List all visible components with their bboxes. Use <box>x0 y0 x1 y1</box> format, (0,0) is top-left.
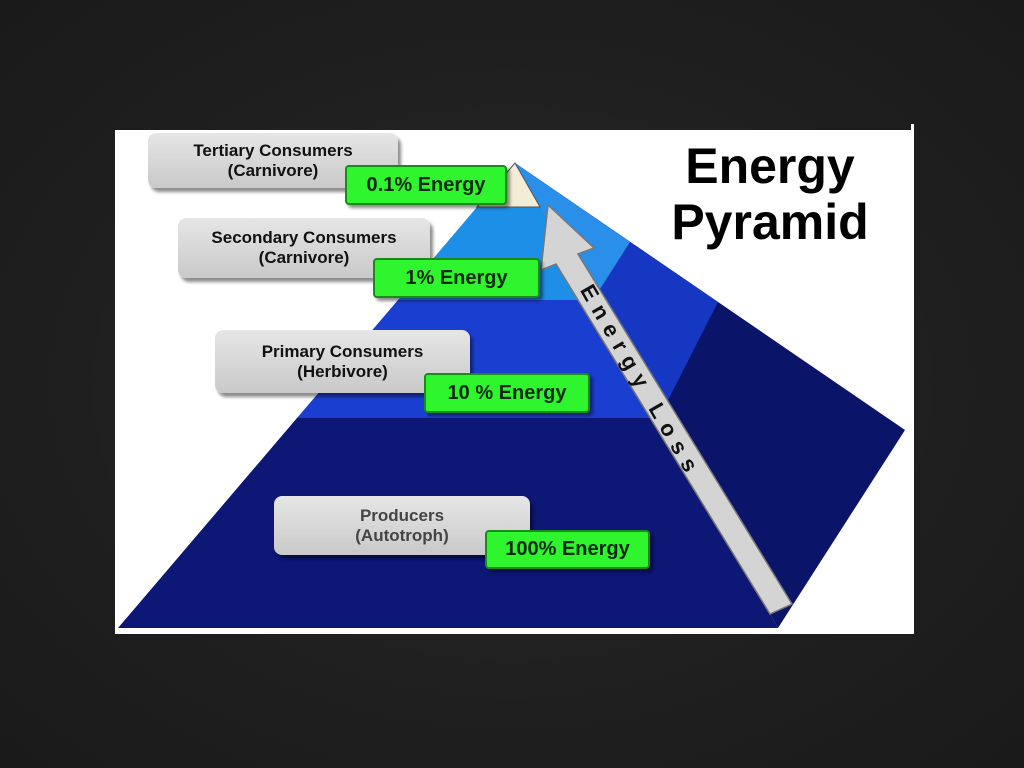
energy-loss-arrow <box>540 203 794 615</box>
level-name: Secondary Consumers <box>211 228 397 247</box>
level-type: (Autotroph) <box>355 525 449 545</box>
energy-badge-producers: 100% Energy <box>485 530 650 569</box>
viewer-edge <box>911 124 914 634</box>
level-name: Tertiary Consumers <box>193 140 353 160</box>
energy-badge-primary: 10 % Energy <box>424 373 590 413</box>
level-label-tertiary: Tertiary Consumers (Carnivore) <box>148 133 398 188</box>
level-name: Primary Consumers <box>261 341 424 361</box>
level-label-secondary: Secondary Consumers (Carnivore) <box>178 218 430 278</box>
level-type: (Carnivore) <box>258 248 350 267</box>
level-type: (Herbivore) <box>297 361 388 381</box>
title-line-1: Energy <box>685 138 855 194</box>
energy-badge-secondary: 1% Energy <box>373 258 540 298</box>
level-type: (Carnivore) <box>227 160 319 180</box>
energy-badge-tertiary: 0.1% Energy <box>345 165 507 205</box>
level-name: Producers <box>359 505 445 525</box>
image-viewer: Energy Pyramid Tertiary Consumers (Carni… <box>115 130 914 634</box>
title-line-2: Pyramid <box>671 194 869 250</box>
